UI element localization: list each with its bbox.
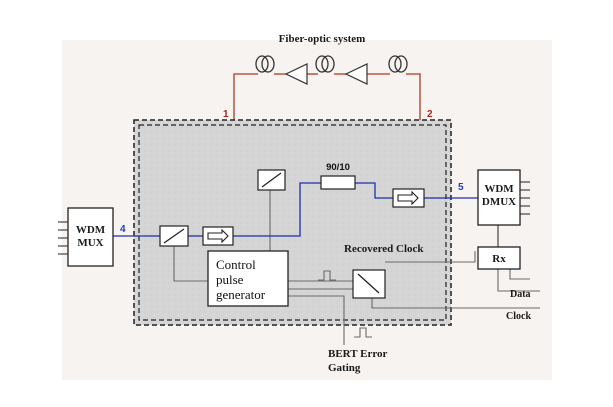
- wdm-mux: WDM MUX: [67, 207, 114, 267]
- control-pulse-generator: Control pulse generator: [207, 250, 289, 307]
- amplifier-1: [284, 63, 308, 85]
- input-switch: [159, 225, 189, 247]
- diagram-title: Fiber-optic system: [279, 33, 366, 45]
- port-label-4: 4: [120, 224, 126, 235]
- signal-lines: [113, 182, 478, 237]
- gating-switch: [352, 269, 386, 299]
- port-label-2: 2: [427, 109, 433, 120]
- fiber-spool-2: [315, 55, 335, 73]
- clock-label: Clock: [506, 311, 531, 322]
- wdm-dmux: WDM DMUX: [477, 169, 521, 226]
- data-label: Data: [510, 289, 531, 300]
- loop-switch: [257, 169, 286, 191]
- port-label-1: 1: [223, 109, 229, 120]
- wdm-mux-line1: WDM: [76, 224, 106, 236]
- loop-control-enclosure: [133, 119, 452, 326]
- mux-input-ticks: [58, 221, 68, 255]
- rx-label: Rx: [492, 253, 506, 265]
- recovered-clock-label: Recovered Clock: [344, 243, 424, 255]
- dmux-output-ticks: [520, 181, 530, 215]
- receiver-rx: Rx: [477, 246, 521, 270]
- wdm-dmux-line1: WDM: [484, 183, 514, 195]
- coupler-label: 90/10: [326, 162, 350, 173]
- fiber-spool-1: [255, 55, 275, 73]
- control-pulse-generator-line1: Control: [216, 257, 256, 272]
- wdm-dmux-line2: DMUX: [482, 196, 516, 208]
- bert-label-line1: BERT Error: [328, 348, 388, 360]
- input-isolator: [202, 226, 234, 246]
- port-label-5: 5: [458, 182, 464, 193]
- output-isolator: [392, 188, 425, 208]
- coupler-90-10: 90/10: [320, 162, 356, 190]
- control-lines: [173, 190, 540, 345]
- control-pulse-generator-line2: pulse: [216, 272, 244, 287]
- amplifier-2: [344, 63, 368, 85]
- control-pulse-generator-line3: generator: [216, 287, 266, 302]
- bert-label-line2: Gating: [328, 362, 361, 374]
- wdm-mux-line2: MUX: [77, 237, 103, 249]
- fiber-spool-3: [388, 55, 408, 73]
